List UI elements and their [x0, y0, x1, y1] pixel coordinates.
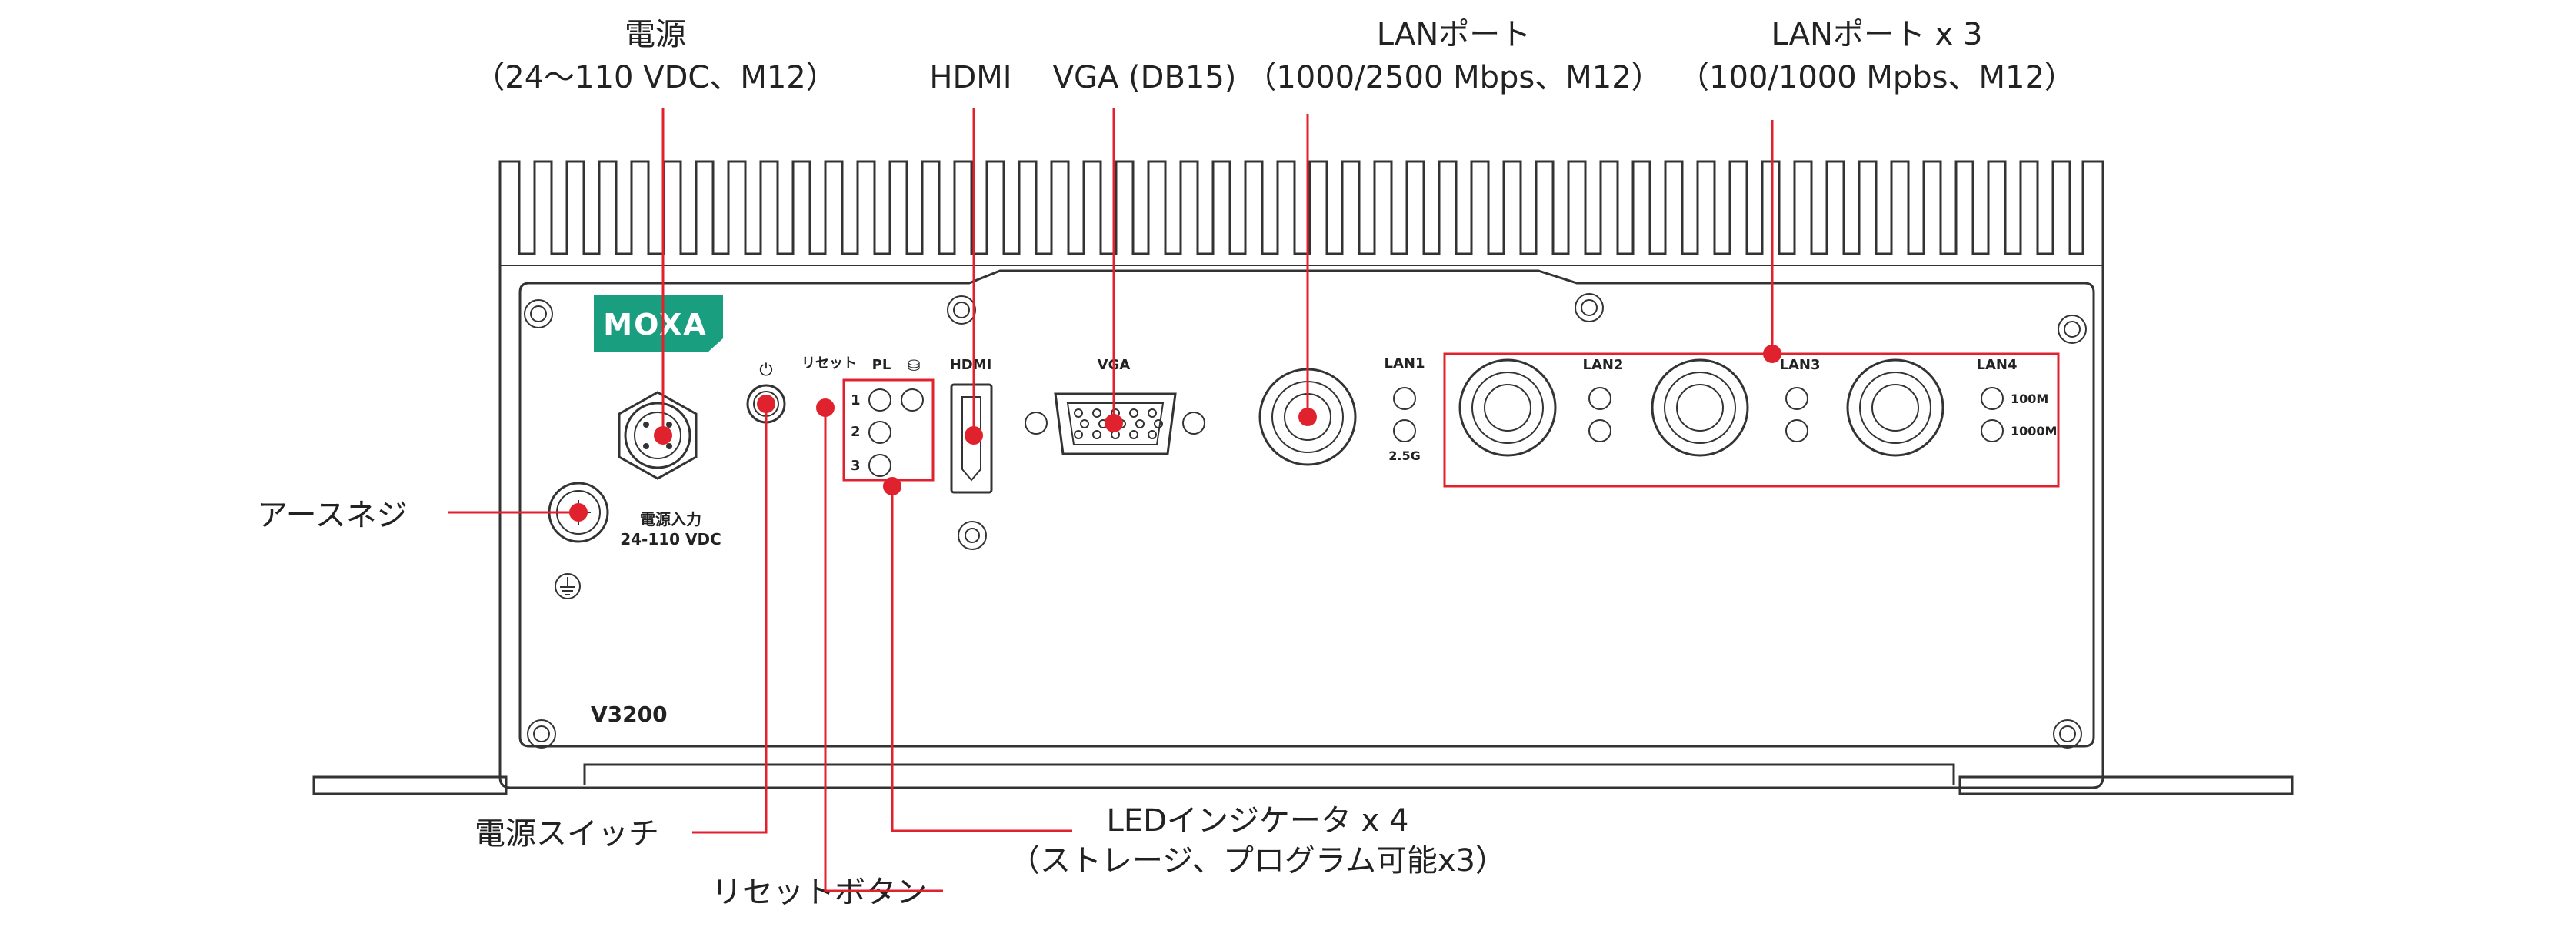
- vga-pin: [1148, 430, 1157, 439]
- callout-lan3-title: LANポート x 3: [1771, 17, 1982, 52]
- led-panel: 1 2 3: [851, 388, 924, 477]
- speed-100m-label: 100M: [2011, 392, 2048, 406]
- reset-label: リセット: [801, 355, 857, 372]
- lan4-label: LAN4: [1977, 357, 2018, 373]
- ground-symbol-icon: [555, 573, 581, 599]
- lan3-connector: [1651, 358, 1749, 457]
- marker-ground: [569, 503, 588, 522]
- vga-pin: [1148, 408, 1157, 418]
- led-programmable-1: [868, 388, 891, 412]
- power-input-label-2: 24-110 VDC: [620, 530, 721, 549]
- led-programmable-3: [868, 454, 891, 477]
- lan1-led-link: [1393, 387, 1416, 410]
- lan4-led-1000m: [1981, 419, 2004, 442]
- power-input-connector: [618, 391, 698, 480]
- marker-reset: [816, 398, 835, 417]
- vga-pin: [1092, 430, 1101, 439]
- vga-pin: [1080, 419, 1089, 428]
- power-symbol-icon: ⏻: [759, 361, 772, 380]
- lan4-connector: [1846, 358, 1944, 457]
- lan2-label: LAN2: [1583, 357, 1624, 373]
- leader-led: [891, 486, 1072, 832]
- callout-power-sub: （24〜110 VDC、M12）: [474, 60, 836, 95]
- marker-lan: [1298, 408, 1317, 426]
- lan3-label: LAN3: [1780, 357, 1821, 373]
- heat-sink-fin-profile: [498, 160, 2104, 255]
- moxa-logo-text: MOXA: [603, 308, 707, 342]
- lan2-led-link: [1588, 387, 1611, 410]
- mounting-bracket-left: [312, 775, 508, 795]
- power-input-label-1: 電源入力: [640, 510, 701, 529]
- lan1-led-speed: [1393, 419, 1416, 442]
- callout-led-sub: （ストレージ、プログラム可能x3）: [1009, 843, 1506, 879]
- speed-1000m-label: 1000M: [2011, 424, 2057, 438]
- moxa-logo: MOXA: [594, 295, 723, 352]
- vga-pin: [1154, 419, 1163, 428]
- vga-pin: [1074, 430, 1083, 439]
- led-storage: [901, 388, 924, 412]
- panel-screw-top-left: [524, 299, 553, 328]
- marker-power-switch: [757, 395, 775, 413]
- panel-screw-top-mid-right: [1575, 293, 1604, 322]
- vga-pin: [1092, 408, 1101, 418]
- led-number-1: 1: [851, 392, 861, 408]
- hdmi-port: [950, 383, 993, 494]
- led-number-2: 2: [851, 424, 861, 440]
- lan1-speed-label: 2.5G: [1388, 448, 1420, 463]
- marker-led: [883, 477, 901, 495]
- vga-pin: [1129, 408, 1138, 418]
- lan-group-box: [1443, 352, 2060, 488]
- lan2-connector: [1458, 358, 1557, 457]
- panel-screw-bottom-right: [2053, 719, 2082, 749]
- callout-reset-button: リセットボタン: [711, 875, 927, 910]
- lan2-led-speed: [1588, 419, 1611, 442]
- hdmi-port-label: HDMI: [950, 357, 992, 373]
- led-number-3: 3: [851, 458, 861, 474]
- heat-sink-fins: [498, 160, 2104, 266]
- marker-lan3: [1763, 345, 1781, 363]
- callout-power-title: 電源: [625, 17, 686, 52]
- callout-markers: [569, 345, 1781, 522]
- lan3-led-link: [1785, 387, 1808, 410]
- callout-power-switch: 電源スイッチ: [475, 816, 659, 852]
- led-programmable-2: [868, 421, 891, 444]
- panel-screw-bottom-left: [527, 719, 556, 749]
- leader-power-switch: [692, 404, 768, 834]
- panel-screw-top-right: [2058, 315, 2087, 344]
- bottom-plate: [583, 763, 1955, 785]
- callout-lan3-sub: （100/1000 Mpbs、M12）: [1678, 60, 2075, 95]
- mounting-bracket-right: [1958, 775, 2294, 795]
- callout-led-title: LEDインジケータ x 4: [1107, 803, 1409, 839]
- panel-screw-top-mid: [947, 295, 976, 325]
- vga-pin: [1074, 408, 1083, 418]
- lan4-led-100m: [1981, 387, 2004, 410]
- lan1-label: LAN1: [1385, 355, 1425, 372]
- marker-hdmi: [965, 426, 983, 445]
- hdmi-lock-screw: [958, 521, 987, 550]
- callout-hdmi: HDMI: [929, 60, 1011, 95]
- callout-leaders: [448, 108, 2060, 892]
- marker-vga: [1105, 414, 1123, 432]
- callout-lan-title: LANポート: [1377, 17, 1531, 52]
- callout-lan-sub: （1000/2500 Mbps、M12）: [1245, 60, 1661, 95]
- front-panel: [518, 269, 2095, 748]
- leader-reset: [824, 408, 943, 892]
- vga-port: [1025, 392, 1205, 455]
- pl-label: PL: [872, 357, 891, 373]
- vga-pin: [1135, 419, 1145, 428]
- storage-led-icon: ⛁: [908, 356, 921, 375]
- callout-ground: アースネジ: [257, 498, 408, 533]
- lan3-led-speed: [1785, 419, 1808, 442]
- model-label: V3200: [591, 702, 668, 727]
- chassis-body: [498, 160, 2104, 789]
- marker-power: [654, 426, 672, 445]
- vga-pin: [1129, 430, 1138, 439]
- callout-vga: VGA (DB15): [1053, 60, 1237, 95]
